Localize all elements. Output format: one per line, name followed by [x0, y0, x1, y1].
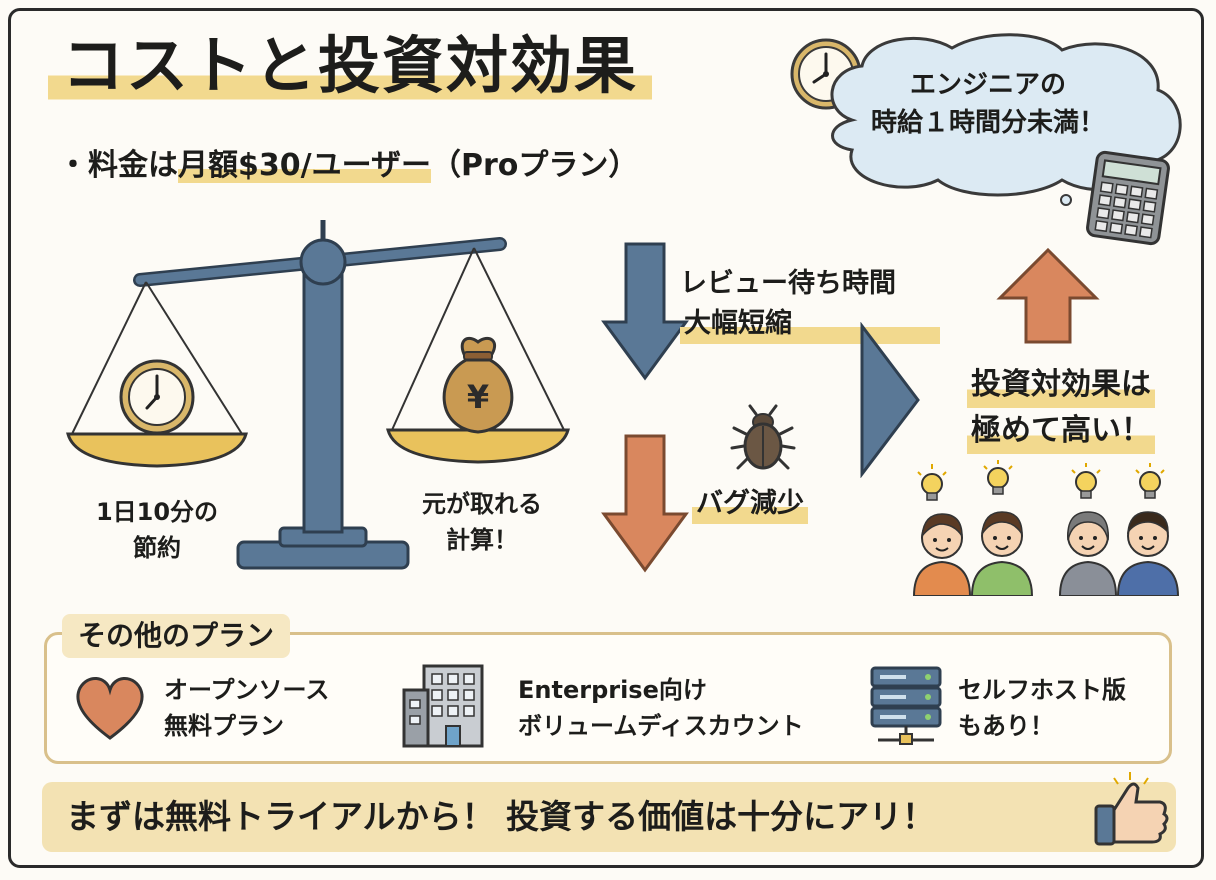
- pricing-bullet: ・: [58, 148, 88, 183]
- right-scale-line-2: 計算！: [446, 526, 518, 554]
- other-plans-title: その他のプラン: [62, 614, 291, 658]
- footer-text: まずは無料トライアルから！ 投資する価値は十分にアリ！: [66, 797, 936, 836]
- bubble-text: エンジニアの 時給１時間分未満！: [838, 66, 1138, 142]
- pricing-prefix: 料金は: [88, 148, 178, 183]
- person-icon: [970, 511, 1034, 596]
- lightbulb-icon: [1071, 463, 1101, 499]
- plan-selfhost-line-2: もあり！: [958, 712, 1054, 740]
- footer-bar: [42, 782, 1176, 852]
- up-arrow-icon: [996, 247, 1100, 344]
- lightbulb-icon: [917, 464, 947, 501]
- lightbulb-icon: [983, 460, 1013, 495]
- plan-opensource-line-1: オープンソース: [164, 676, 330, 704]
- right-scale-line-1: 元が取れる: [422, 490, 542, 518]
- server-icon: [870, 666, 942, 745]
- left-scale-label: 1日10分の 節約: [64, 494, 250, 566]
- review-line-2: 大幅短縮: [680, 304, 940, 344]
- plan-opensource-line-2: 無料プラン: [164, 712, 284, 740]
- review-label: レビュー待ち時間 大幅短縮: [680, 264, 940, 344]
- left-scale-line-1: 1日10分の: [95, 498, 219, 526]
- bug-text: バグ減少: [692, 484, 808, 524]
- result-text: 投資対効果は 極めて高い！: [926, 362, 1196, 454]
- lightbulb-icon: [1135, 463, 1165, 499]
- balance-scale: [66, 220, 570, 570]
- yen-symbol: ¥: [467, 378, 489, 416]
- person-icon: [1058, 511, 1118, 596]
- left-scale-line-2: 節約: [133, 534, 181, 562]
- plan-enterprise-line-1: Enterprise向け: [518, 676, 707, 704]
- pricing-amount: 月額$30/ユーザー: [178, 148, 431, 183]
- person-icon: [1116, 511, 1180, 596]
- bug-icon: [730, 404, 796, 470]
- bug-label: バグ減少: [692, 484, 808, 524]
- clock-icon: [119, 359, 195, 435]
- heart-icon: [76, 677, 144, 740]
- down-arrow-blue-icon: [601, 242, 689, 381]
- thought-bubble: [830, 33, 1182, 206]
- bubble-line-2: 時給１時間分未満！: [870, 108, 1105, 138]
- right-pan: [386, 428, 570, 464]
- page-title: コストと投資対効果: [48, 26, 653, 106]
- thumbs-up-icon: [1094, 772, 1169, 846]
- calculator-icon: [1086, 150, 1170, 246]
- plan-enterprise-line-2: ボリュームディスカウント: [518, 712, 804, 740]
- left-pan: [66, 432, 248, 468]
- right-scale-label: 元が取れる 計算！: [392, 486, 572, 558]
- down-arrow-orange-icon: [601, 434, 689, 573]
- engineers-illustration: [912, 511, 1180, 596]
- lightbulbs: [917, 460, 1165, 501]
- result-line-1: 投資対効果は: [967, 362, 1155, 408]
- review-line-1: レビュー待ち時間: [680, 268, 896, 299]
- plan-selfhost-line-1: セルフホスト版: [958, 676, 1126, 704]
- person-icon: [912, 513, 972, 596]
- result-line-2: 極めて高い！: [967, 408, 1155, 454]
- scale-pillar: [302, 260, 344, 534]
- bubble-line-1: エンジニアの: [909, 70, 1066, 100]
- plan-enterprise: Enterprise向け ボリュームディスカウント: [518, 672, 804, 744]
- right-triangle-icon: [860, 322, 920, 478]
- poster-frame: [8, 8, 1204, 868]
- building-icon: [402, 664, 484, 748]
- plan-selfhost: セルフホスト版 もあり！: [958, 672, 1126, 744]
- money-bag-icon: ¥: [442, 337, 514, 434]
- pricing-plan: （Proプラン）: [430, 148, 639, 183]
- pricing-line: ・料金は月額$30/ユーザー（Proプラン）: [58, 140, 638, 184]
- plan-opensource: オープンソース 無料プラン: [164, 672, 329, 744]
